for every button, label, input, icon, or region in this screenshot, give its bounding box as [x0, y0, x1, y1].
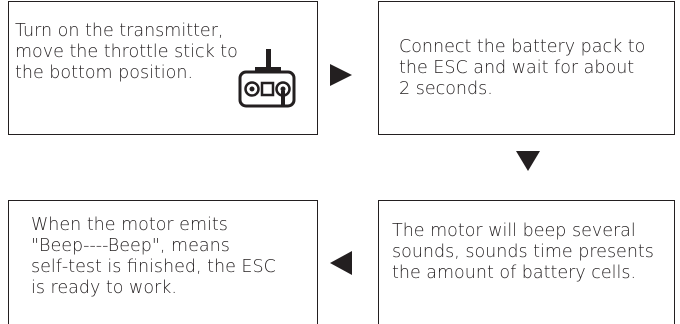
step-2-box: Connect the battery pack to the ESC and …	[378, 1, 675, 135]
step-4-text: When the motor emits "Beep----Beep", mea…	[31, 215, 276, 298]
arrow-down-icon	[516, 151, 540, 171]
arrow-right-icon	[330, 64, 352, 86]
step-3-text: The motor will beep several sounds, soun…	[392, 221, 654, 283]
arrow-left-icon	[330, 251, 352, 275]
step-1-text: Turn on the transmitter, move the thrott…	[15, 21, 238, 83]
step-3-box: The motor will beep several sounds, soun…	[378, 200, 675, 324]
step-2-text: Connect the battery pack to the ESC and …	[399, 37, 646, 99]
transmitter-icon	[238, 49, 296, 108]
step-4-box: When the motor emits "Beep----Beep", mea…	[8, 200, 318, 324]
